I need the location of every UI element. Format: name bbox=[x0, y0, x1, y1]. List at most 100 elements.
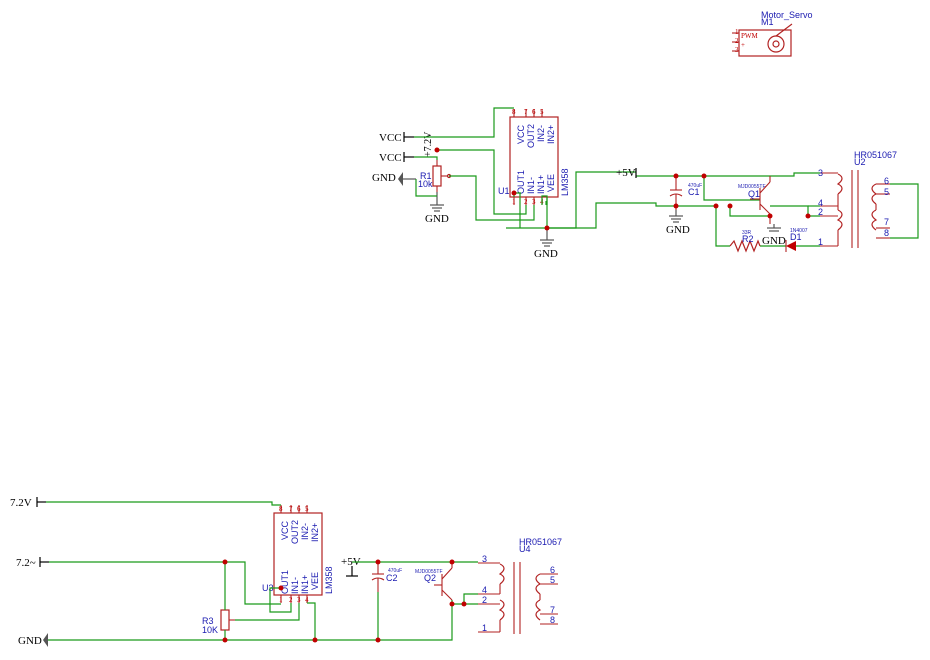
u3-in2p: IN2+ bbox=[310, 523, 320, 542]
u3-pin6: 6 bbox=[297, 505, 301, 513]
motor-pwm: PWM bbox=[741, 32, 759, 40]
u1-in2p: IN2+ bbox=[546, 125, 556, 144]
u2-pin7: 7 bbox=[884, 217, 889, 227]
transformer-u2[interactable] bbox=[820, 170, 890, 248]
d1-diode[interactable] bbox=[785, 240, 796, 252]
u1-lm358[interactable] bbox=[509, 109, 559, 205]
motor-pin1: 1 bbox=[735, 28, 739, 36]
u3-in1m: IN1- bbox=[290, 577, 300, 594]
c1-ref: C1 bbox=[688, 187, 700, 197]
v72a-label: 7.2V bbox=[10, 497, 32, 509]
u2-pin4: 4 bbox=[818, 198, 823, 208]
u1-ref: U1 bbox=[498, 186, 510, 196]
r1-potentiometer[interactable] bbox=[432, 160, 452, 192]
u4-pin6: 6 bbox=[550, 565, 555, 575]
u4-pin8: 8 bbox=[550, 615, 555, 625]
u2-pin3: 3 bbox=[818, 168, 823, 178]
r2-resistor[interactable] bbox=[729, 239, 761, 253]
u2-pin1: 1 bbox=[818, 237, 823, 247]
tr-u4-ref: U4 bbox=[519, 544, 531, 554]
u2-pin5: 5 bbox=[884, 187, 889, 197]
u3-in2m: IN2- bbox=[300, 523, 310, 540]
r3-ref: R3 bbox=[202, 616, 214, 626]
tr-u2-part: HR051067 bbox=[854, 150, 897, 160]
u4-pin4: 4 bbox=[482, 585, 487, 595]
tr-u2-ref: U2 bbox=[854, 157, 866, 167]
u4-pin5: 5 bbox=[550, 575, 555, 585]
r2-value: 33R bbox=[742, 230, 752, 236]
v5-top-label: +5V bbox=[616, 167, 636, 179]
u3-lm358[interactable] bbox=[273, 505, 323, 603]
u1-pin7: 7 bbox=[524, 108, 528, 116]
u3-part: LM358 bbox=[324, 566, 334, 594]
u3-pin4: 4 bbox=[305, 596, 309, 604]
u3-pin3: 3 bbox=[297, 596, 301, 604]
u1-pin8: 8 bbox=[512, 108, 516, 116]
vcc-label-2: VCC bbox=[379, 152, 402, 164]
q1-part: MJD0055TF bbox=[738, 184, 766, 190]
motor-pin2: 2 bbox=[735, 37, 739, 45]
c2-value: 470uF bbox=[388, 568, 402, 574]
u1-vcc: VCC bbox=[516, 124, 526, 144]
q1-ref: Q1 bbox=[748, 189, 760, 199]
r3-value: 10K bbox=[202, 625, 218, 635]
q2-ref: Q2 bbox=[424, 573, 436, 583]
u3-ref: U3 bbox=[262, 583, 274, 593]
motor-label: Motor_Servo bbox=[761, 10, 813, 20]
d1-part: 1N4007 bbox=[790, 228, 808, 234]
u3-pin8: 8 bbox=[279, 505, 283, 513]
u3-pin5: 5 bbox=[305, 505, 309, 513]
u1-pin2: 2 bbox=[524, 198, 528, 206]
motor-servo-m1[interactable]: Motor_Servo M1 1 2 3 PWM + bbox=[732, 10, 813, 57]
gnd-c1-label: GND bbox=[666, 224, 690, 236]
u3-out2: OUT2 bbox=[290, 520, 300, 544]
u1-part: LM358 bbox=[560, 168, 570, 196]
u1-in1p: IN1+ bbox=[536, 175, 546, 194]
motor-plus: + bbox=[741, 41, 745, 49]
r1-ref: R1 bbox=[420, 171, 432, 181]
v5-bottom-label: +5V bbox=[341, 556, 361, 568]
u3-vcc: VCC bbox=[280, 520, 290, 540]
motor-ref: M1 bbox=[761, 17, 774, 27]
vcc-label-1: VCC bbox=[379, 132, 402, 144]
u3-pin7: 7 bbox=[289, 505, 293, 513]
gnd-q1-label: GND bbox=[762, 235, 786, 247]
u1-pin6: 6 bbox=[532, 108, 536, 116]
v72b-label: 7.2~ bbox=[16, 557, 36, 569]
v72-label: +7.2V bbox=[423, 131, 434, 157]
r2-ref: R2 bbox=[742, 234, 754, 244]
transformer-u4[interactable] bbox=[478, 562, 558, 634]
u2-pin8: 8 bbox=[884, 228, 889, 238]
tr-u4-part: HR051067 bbox=[519, 537, 562, 547]
u2-pin6: 6 bbox=[884, 176, 889, 186]
c1-value: 470uF bbox=[688, 183, 702, 189]
u3-pin2: 2 bbox=[289, 596, 293, 604]
u4-pin1: 1 bbox=[482, 623, 487, 633]
motor-pin3: 3 bbox=[735, 46, 739, 54]
u3-in1p: IN1+ bbox=[300, 575, 310, 594]
r1-value: 10k bbox=[418, 179, 433, 189]
u1-out2: OUT2 bbox=[526, 124, 536, 148]
u4-pin3: 3 bbox=[482, 554, 487, 564]
u1-out1: OUT1 bbox=[516, 170, 526, 194]
u4-pin2: 2 bbox=[482, 595, 487, 605]
c2-ref: C2 bbox=[386, 573, 398, 583]
u1-pin5: 5 bbox=[540, 108, 544, 116]
u1-pin3: 3 bbox=[532, 198, 536, 206]
q2-part: MJD0055TF bbox=[415, 569, 443, 575]
u3-vee: VEE bbox=[310, 572, 320, 590]
u2-pin2: 2 bbox=[818, 207, 823, 217]
u4-pin7: 7 bbox=[550, 605, 555, 615]
u1-pin1: 1 bbox=[512, 198, 516, 206]
r3-potentiometer[interactable] bbox=[220, 609, 235, 631]
d1-ref: D1 bbox=[790, 232, 802, 242]
u1-in1m: IN1- bbox=[526, 177, 536, 194]
u3-pin1: 1 bbox=[279, 596, 283, 604]
gnd-bottom-label: GND bbox=[18, 635, 42, 647]
gnd-r1-label: GND bbox=[425, 213, 449, 225]
c2-capacitor[interactable] bbox=[371, 562, 385, 592]
u1-in2m: IN2- bbox=[536, 125, 546, 142]
u3-out1: OUT1 bbox=[280, 570, 290, 594]
u1-vee: VEE bbox=[546, 174, 556, 192]
